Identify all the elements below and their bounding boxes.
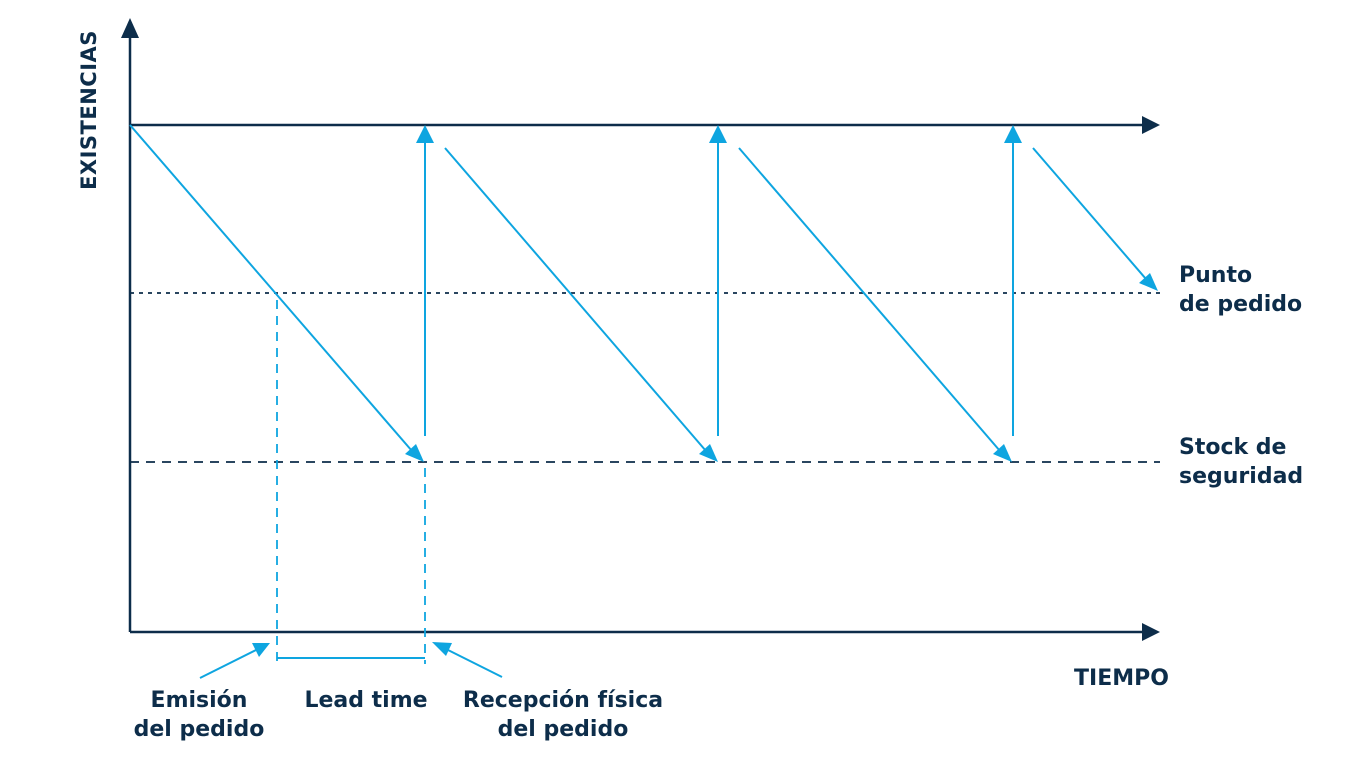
x-axis-arrow <box>1142 623 1160 641</box>
max-stock-arrow <box>1142 116 1160 134</box>
safety-stock-label-line-1: Stock de <box>1179 435 1287 460</box>
physical-receipt-label-line-1: Recepción física <box>462 688 664 713</box>
receipt-pointer-head <box>432 642 452 656</box>
consumption-line-1 <box>129 124 413 452</box>
replenishment-arrow-2 <box>709 125 727 143</box>
physical-receipt-label: Recepción física del pedido <box>443 686 683 744</box>
x-axis-label: TIEMPO <box>1074 666 1169 691</box>
consumption-line-2 <box>444 147 707 452</box>
consumption-arrow-1 <box>405 444 424 462</box>
safety-stock-label-line-2: seguridad <box>1179 464 1304 489</box>
lead-time-label: Lead time <box>304 688 428 713</box>
order-issue-label-line-1: Emisión <box>150 688 248 713</box>
order-issue-pointer <box>199 648 259 679</box>
order-issue-pointer-head <box>252 643 270 657</box>
reorder-point-label-line-1: Punto <box>1179 263 1253 288</box>
safety-stock-label: Stock de seguridad <box>1179 433 1303 491</box>
y-axis-label: EXISTENCIAS <box>77 30 101 190</box>
consumption-line-4 <box>1032 147 1147 280</box>
receipt-pointer <box>445 648 503 678</box>
y-axis-arrow <box>121 18 139 38</box>
order-issue-label: Emisión del pedido <box>119 686 279 744</box>
replenishment-arrow-1 <box>416 125 434 143</box>
consumption-arrow-3 <box>993 444 1012 462</box>
reorder-point-label-line-2: de pedido <box>1179 292 1303 317</box>
replenishment-arrow-3 <box>1004 125 1022 143</box>
consumption-arrow-2 <box>699 444 718 462</box>
physical-receipt-label-line-2: del pedido <box>497 717 629 742</box>
consumption-line-3 <box>738 147 1001 452</box>
order-issue-label-line-2: del pedido <box>133 717 265 742</box>
consumption-arrow-4 <box>1139 273 1158 291</box>
reorder-point-label: Punto de pedido <box>1179 261 1302 319</box>
